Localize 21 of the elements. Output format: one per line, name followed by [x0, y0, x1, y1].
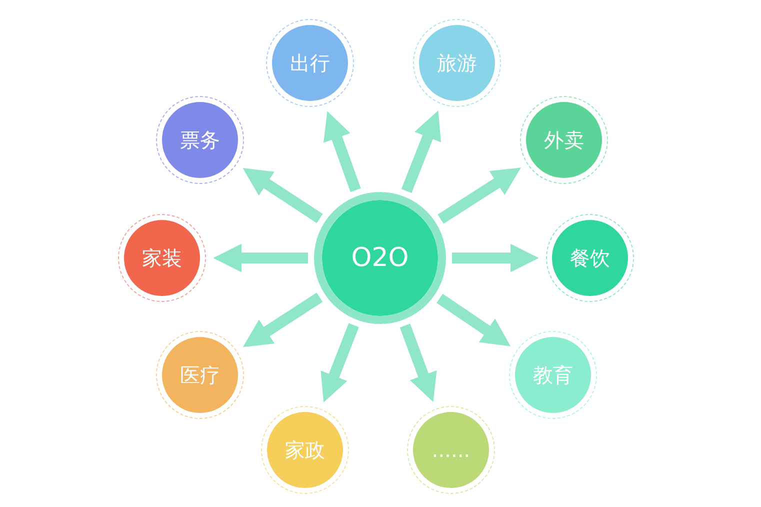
arrow — [242, 292, 323, 348]
arrow — [401, 110, 442, 194]
circle-label: 医疗 — [180, 362, 220, 388]
circle-label: 餐饮 — [570, 244, 610, 272]
arrow — [213, 244, 308, 272]
arrow — [400, 324, 437, 402]
circle-label: O2O — [351, 243, 409, 273]
arrow — [242, 168, 323, 224]
circle-label: 出行 — [290, 50, 330, 76]
arrow — [436, 294, 511, 346]
arrow — [323, 111, 361, 192]
circle-label: 外卖 — [544, 126, 584, 154]
circle-label: ...... — [432, 438, 470, 462]
circle-label: 教育 — [533, 362, 573, 388]
circle-label: 票务 — [180, 126, 220, 154]
circle-label: 家装 — [142, 244, 182, 272]
arrow — [438, 168, 521, 224]
arrow — [320, 323, 359, 402]
arrow — [452, 244, 539, 272]
circle-label: 旅游 — [437, 50, 477, 76]
circle-label: 家政 — [285, 436, 325, 464]
